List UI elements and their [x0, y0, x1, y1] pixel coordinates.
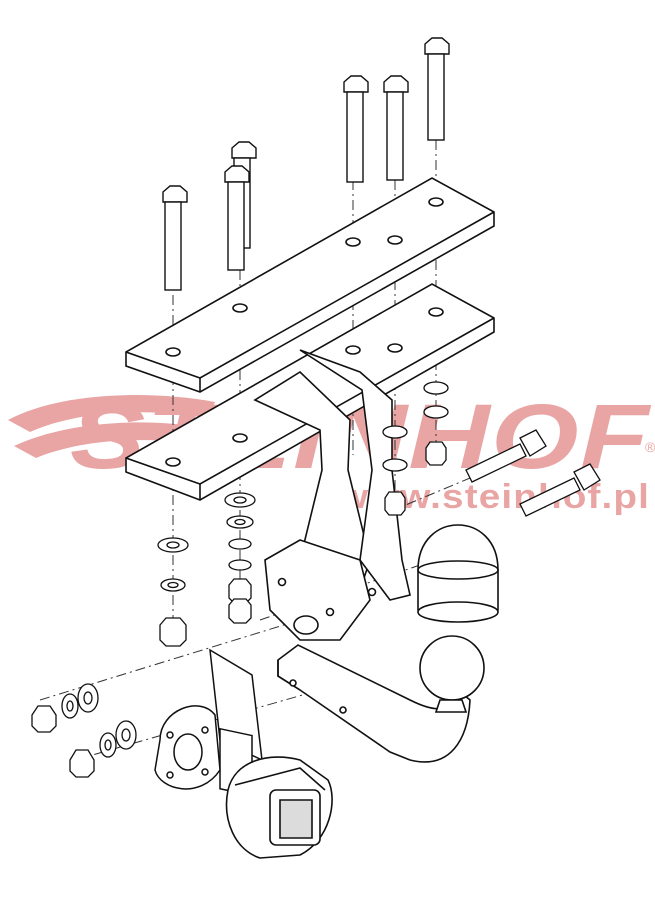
- fasteners-right-stack: [382, 381, 449, 516]
- nut: [159, 617, 187, 647]
- plate-holes: [165, 197, 444, 357]
- tow-ball-cover: [417, 524, 499, 623]
- bolt: [162, 185, 188, 291]
- washer: [382, 458, 408, 472]
- bolt: [383, 75, 409, 181]
- mounting-plate-upper: [125, 177, 495, 393]
- plate-holes: [165, 307, 444, 467]
- washer: [228, 538, 252, 550]
- bolts-side: [465, 429, 601, 517]
- nut: [31, 705, 57, 733]
- fasteners-mid-stack: [224, 492, 256, 624]
- washer: [228, 559, 252, 571]
- nut: [384, 491, 406, 516]
- nut: [228, 598, 252, 624]
- watermark-logo-swoosh: [8, 395, 215, 458]
- bolt: [343, 75, 369, 183]
- bolts-top: [162, 37, 450, 291]
- fasteners-socket: [31, 683, 137, 778]
- bolt: [519, 477, 581, 517]
- crossbar-side-arms: [253, 349, 411, 641]
- bolt: [424, 37, 450, 141]
- washer: [423, 381, 449, 395]
- nut: [228, 578, 252, 604]
- tow-bar-neck: [277, 635, 485, 763]
- washer: [423, 405, 449, 419]
- nut: [425, 441, 447, 466]
- fasteners-left-stack: [157, 537, 189, 647]
- washer: [382, 425, 408, 439]
- watermark-registered: ®: [645, 439, 655, 455]
- bolt: [465, 443, 527, 483]
- bolt: [224, 165, 250, 271]
- tow-ball: [419, 635, 485, 701]
- nut: [69, 749, 95, 778]
- electrical-socket: [225, 756, 333, 859]
- socket-bracket: [154, 648, 263, 797]
